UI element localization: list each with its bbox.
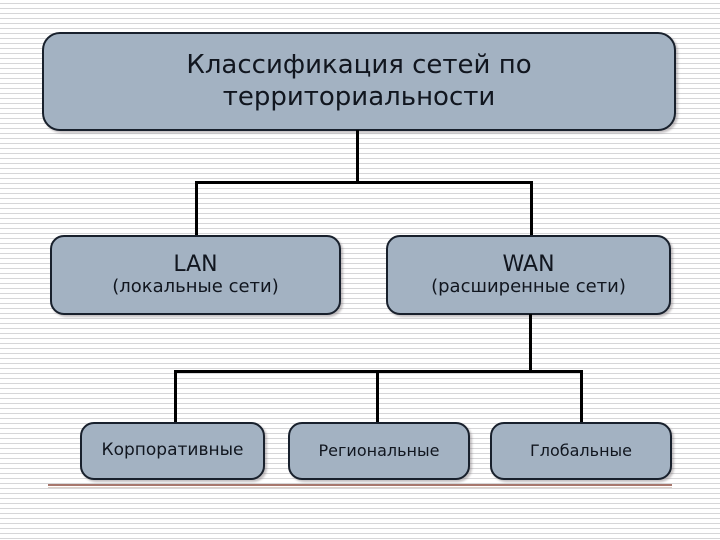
node-title-classification[interactable]: Классификация сетей по территориальности: [42, 32, 676, 131]
node-wan-subtitle: (расширенные сети): [431, 276, 626, 298]
footer-divider: [48, 484, 672, 486]
connector-title-trunk: [356, 130, 359, 183]
connector-to-global: [580, 370, 583, 424]
title-line-2: территориальности: [222, 81, 496, 112]
node-lan[interactable]: LAN (локальные сети): [50, 235, 341, 315]
node-global-label: Глобальные: [529, 440, 633, 460]
node-wan-title: WAN: [502, 252, 555, 277]
node-regional-label: Региональные: [318, 440, 440, 460]
node-lan-title: LAN: [173, 252, 218, 277]
title-line-1: Классификация сетей по: [186, 49, 532, 80]
connector-wan-trunk: [529, 314, 532, 372]
connector-to-wan: [530, 181, 533, 237]
node-lan-subtitle: (локальные сети): [112, 276, 279, 298]
node-wan[interactable]: WAN (расширенные сети): [386, 235, 671, 315]
connector-to-corporate: [174, 370, 177, 424]
node-regional[interactable]: Региональные: [288, 422, 470, 480]
connector-to-regional: [376, 370, 379, 424]
node-corporate[interactable]: Корпоративные: [80, 422, 265, 480]
footer-divider-shadow: [48, 487, 672, 488]
node-global[interactable]: Глобальные: [490, 422, 672, 480]
connector-to-lan: [195, 181, 198, 237]
node-corporate-label: Корпоративные: [101, 440, 244, 461]
connector-level1-bar: [195, 181, 533, 184]
